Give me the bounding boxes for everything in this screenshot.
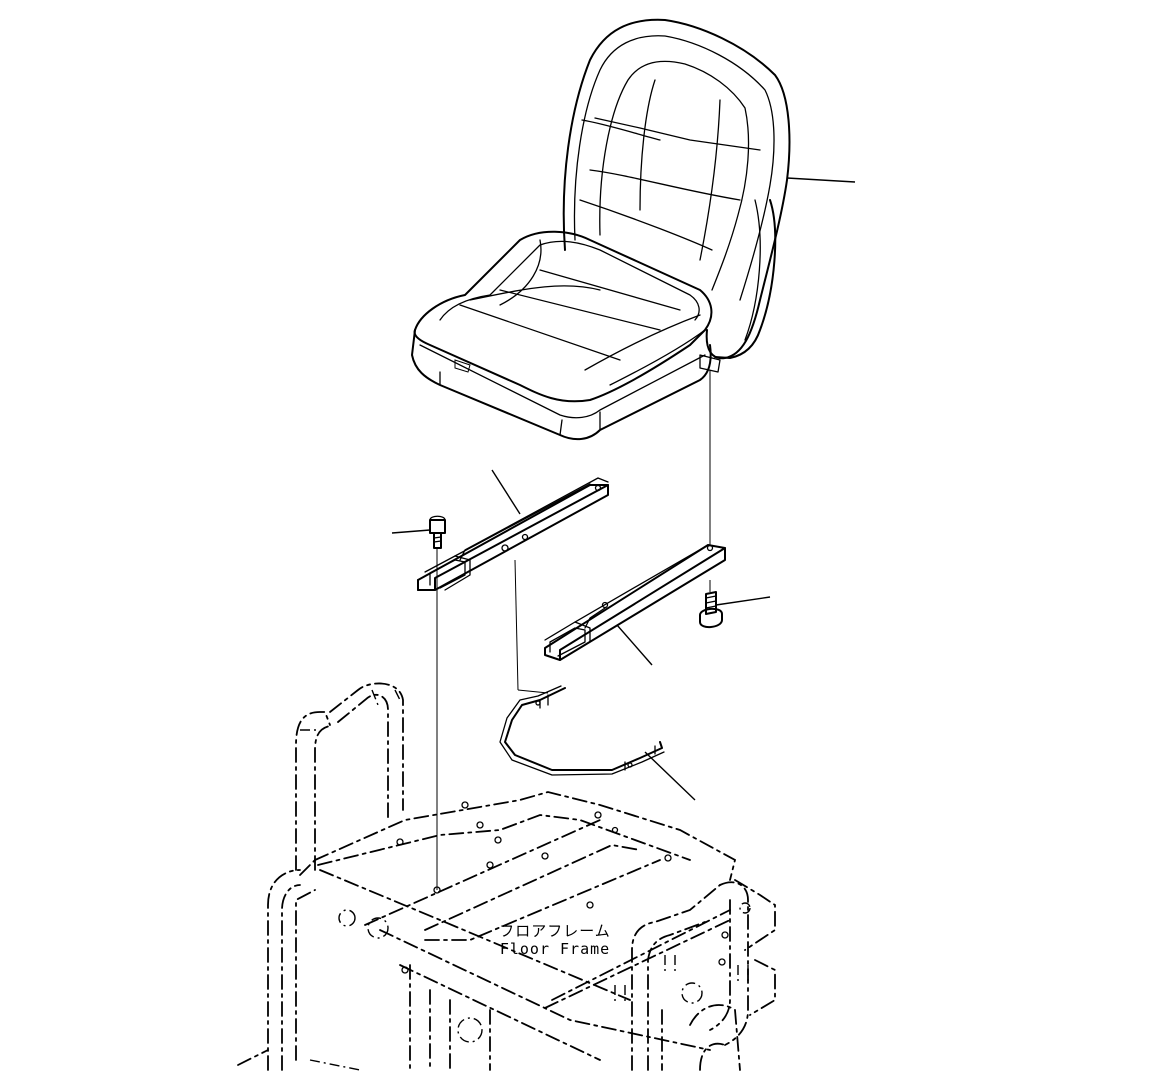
floor-frame-label-jp: フロアフレーム bbox=[499, 922, 611, 940]
seat-assembly bbox=[411, 18, 791, 441]
right-rail bbox=[544, 544, 726, 661]
floor-frame bbox=[237, 682, 776, 1071]
right-bolt-leader bbox=[715, 596, 771, 606]
right-rail-leader bbox=[616, 624, 653, 666]
seat-leader bbox=[786, 177, 856, 183]
slide-lever bbox=[499, 685, 665, 776]
left-rail bbox=[417, 477, 609, 591]
lever-leader bbox=[644, 751, 696, 801]
floor-frame-label-en: Floor Frame bbox=[499, 940, 611, 958]
left-rail-leader bbox=[491, 469, 521, 515]
right-bolt bbox=[699, 591, 723, 628]
left-bolt bbox=[429, 515, 446, 549]
left-bolt-leader bbox=[391, 529, 431, 534]
